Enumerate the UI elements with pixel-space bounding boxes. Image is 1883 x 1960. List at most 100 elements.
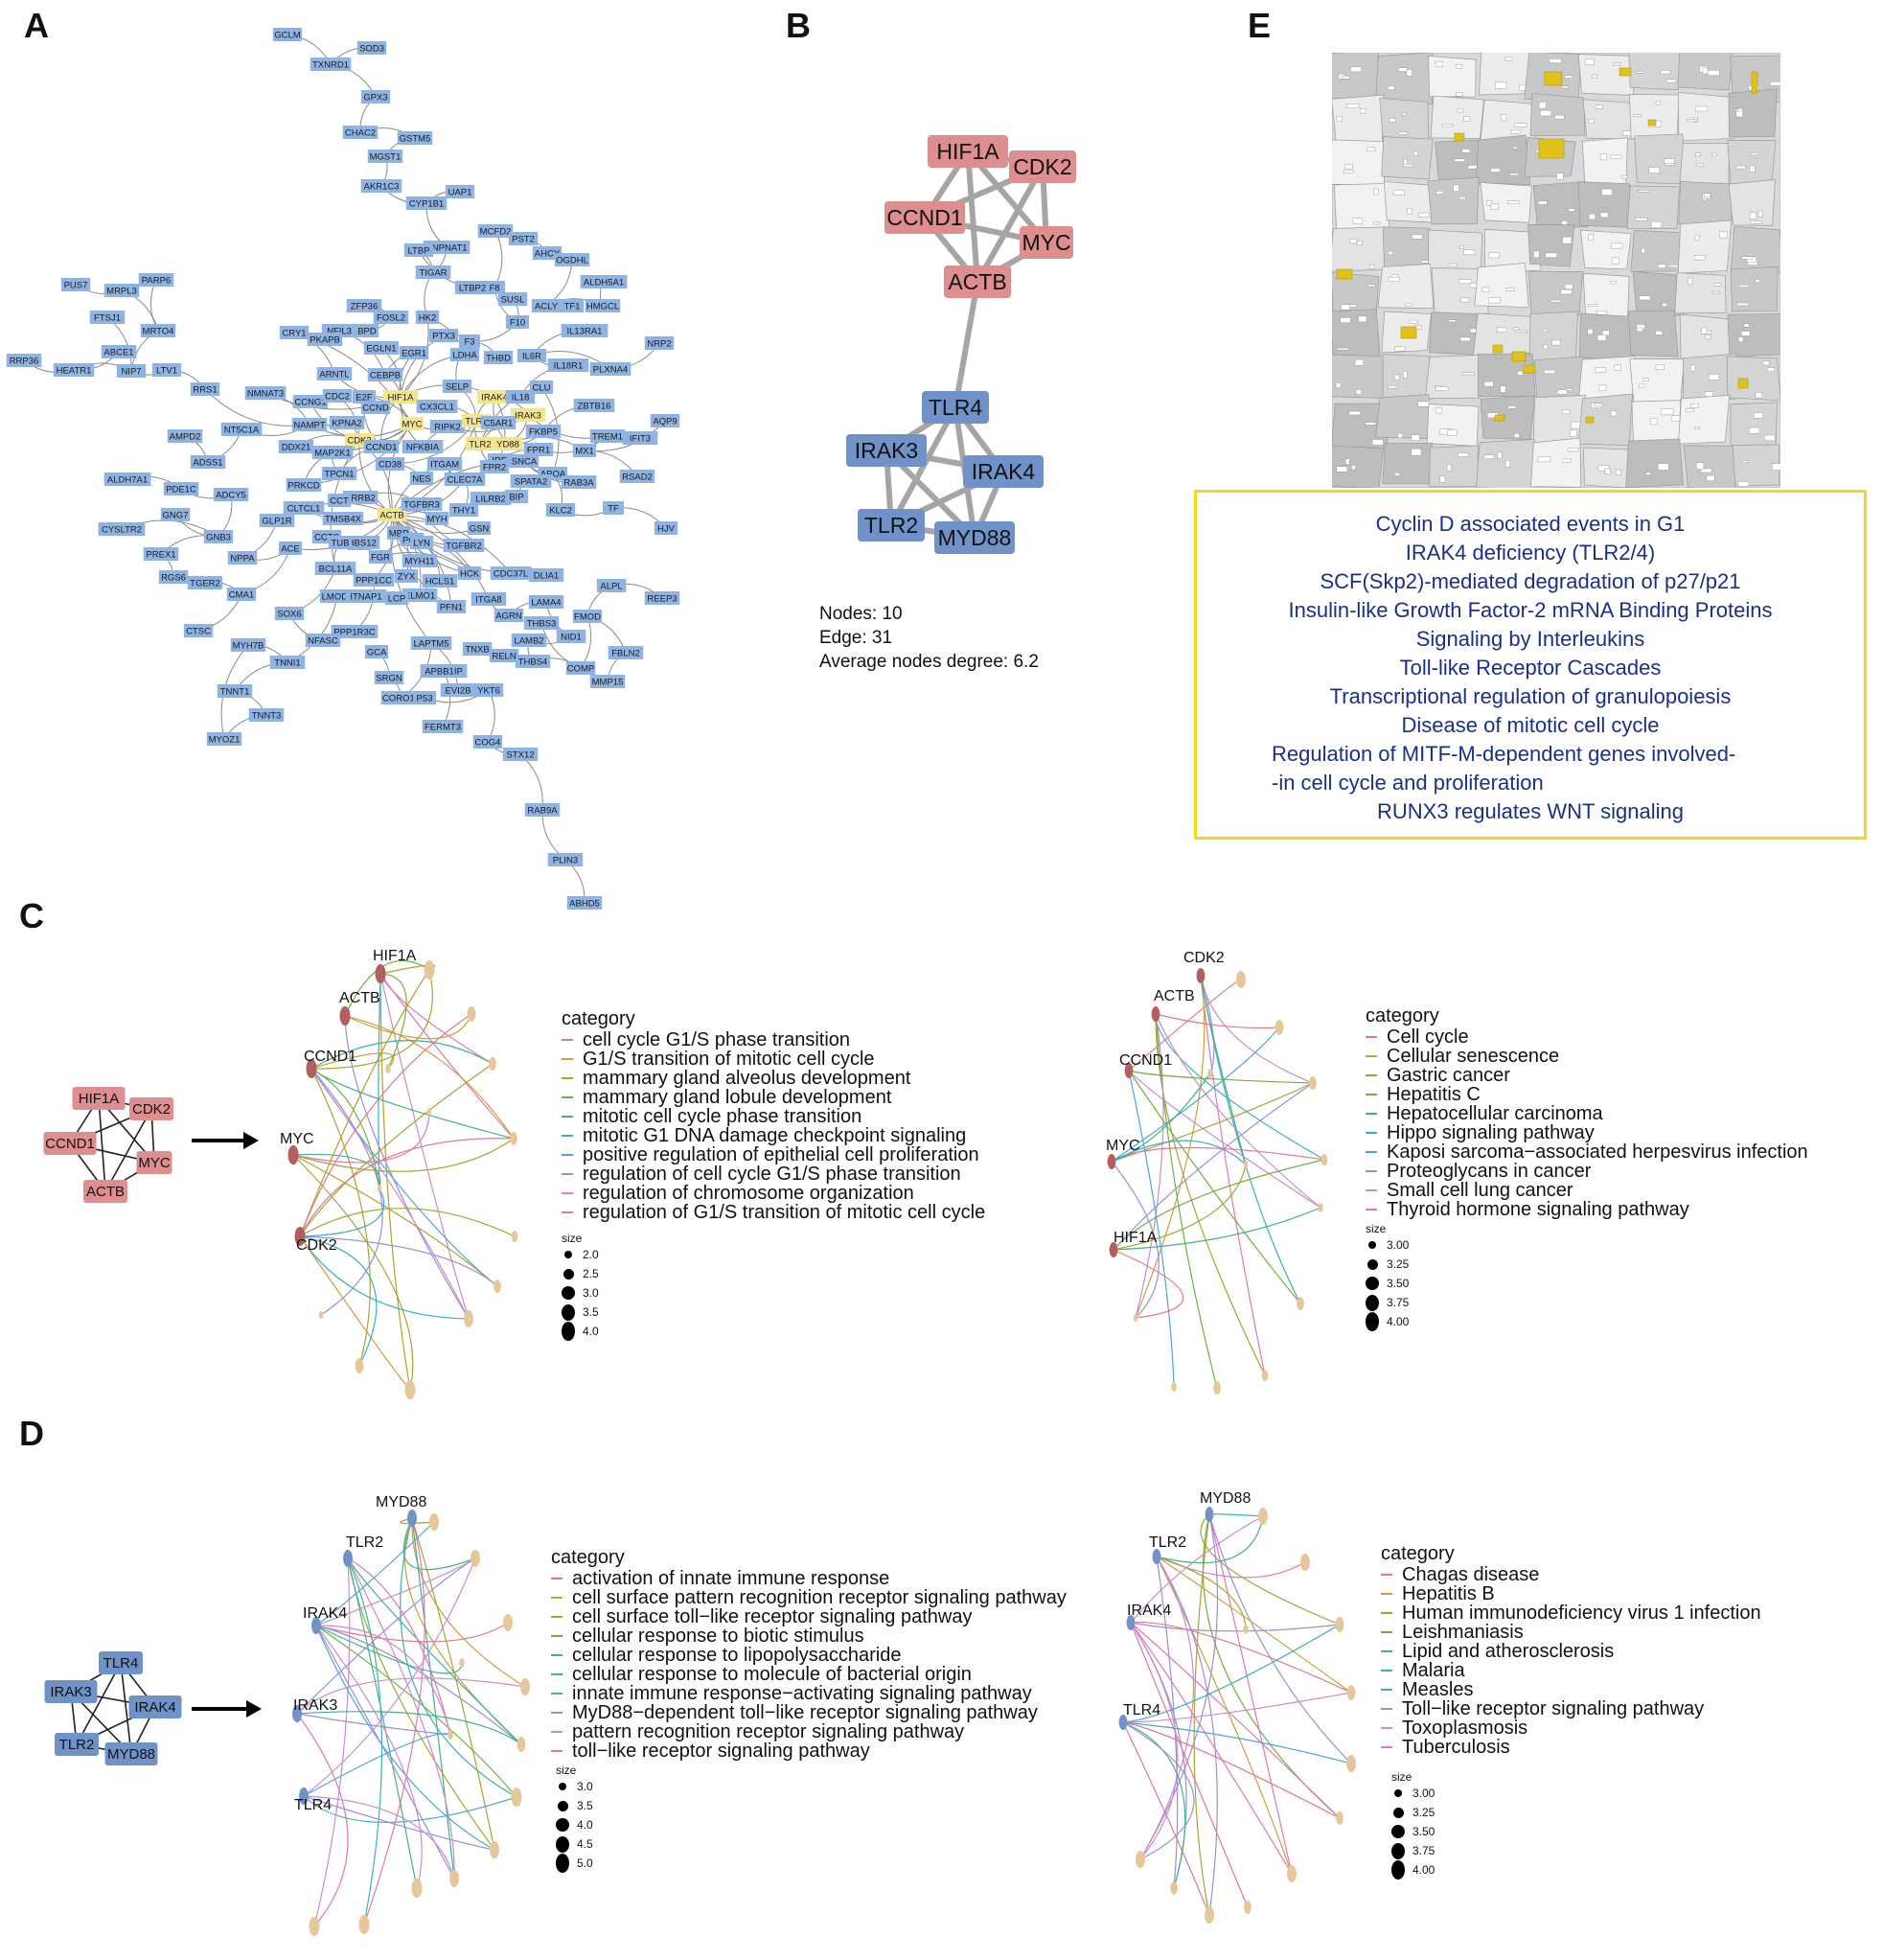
cnet-term-node: [1336, 1811, 1343, 1825]
ppi-node: ACE: [278, 542, 303, 555]
map-subcell: [1560, 289, 1573, 295]
cnet-term-node: [309, 1917, 320, 1936]
map-subcell: [1394, 346, 1406, 352]
cnet-edge: [303, 1733, 451, 1797]
ppi-node-label: IFIT3: [630, 434, 651, 445]
legend-swatch: [551, 1750, 563, 1752]
map-subcell: [1711, 290, 1720, 294]
ppi-node-box: [515, 655, 551, 668]
map-subcell: [1398, 67, 1408, 72]
map-subcell: [1542, 329, 1549, 333]
mini-node-box: [99, 1651, 143, 1674]
ppi-node: CEBPB: [367, 368, 403, 381]
ppi-node: ZBTB16: [573, 399, 615, 412]
ppi-node: FPR1: [523, 443, 554, 456]
pathway-item: IRAK4 deficiency (TLR2/4): [1405, 541, 1656, 565]
legend-title: category: [1366, 1005, 1439, 1026]
map-subcell: [1568, 208, 1575, 212]
ppi-node: LTV1: [151, 363, 182, 377]
cnet-edge: [1130, 1622, 1293, 1875]
ppi-node-label: RGS6: [161, 573, 186, 584]
ppi-node-label: LTV1: [156, 366, 177, 377]
size-legend-row: 3.75: [1391, 1841, 1435, 1860]
legend-row: MyD88−dependent toll−like receptor signa…: [551, 1703, 1067, 1722]
ppi-node-label: CHAC2: [345, 128, 376, 139]
mini-node: CDK2: [129, 1097, 173, 1120]
size-legend-row: 4.0: [562, 1322, 599, 1341]
stat-nodes: Nodes: 10: [819, 604, 903, 624]
ppi-node-box: [471, 592, 507, 606]
cnet-edge: [1128, 1070, 1301, 1304]
ppi-node-box: [422, 720, 464, 733]
size-dot: [1366, 1294, 1379, 1311]
legend-row: cell surface toll−like receptor signalin…: [551, 1607, 1067, 1626]
map-subcell: [1447, 429, 1458, 436]
map-cell: [1677, 92, 1735, 142]
map-cell: [1381, 136, 1434, 180]
map-subcell: [1435, 190, 1444, 195]
ppi-node-box: [524, 803, 561, 817]
ppi-node-box: [190, 382, 220, 396]
ppi-node: NAMPT: [291, 418, 328, 431]
cnet-term-node: [1318, 1203, 1323, 1212]
cnet-edge: [296, 1711, 522, 1745]
map-highlight: [1538, 138, 1565, 159]
map-subcell: [1495, 81, 1507, 89]
ppi-node-box: [402, 554, 438, 567]
cnet-term-node: [385, 1064, 391, 1073]
size-legend-label: 3.00: [1387, 1238, 1410, 1252]
map-subcell: [1360, 108, 1366, 114]
mini-edge: [120, 1662, 132, 1755]
ppi-node-box: [585, 299, 621, 312]
ppi-node-label: SRGN: [376, 674, 402, 684]
map-subcell: [1633, 114, 1642, 117]
cnet-gene-label: CDK2: [296, 1237, 337, 1254]
stat-edges: Edge: 31: [819, 628, 893, 648]
ppi-node: CDC2: [322, 389, 353, 403]
cnet-term-node: [511, 1787, 522, 1807]
cnet-edge: [363, 1517, 425, 1925]
mini-node: IRAK3: [44, 1680, 98, 1703]
size-legend-label: 3.0: [577, 1780, 593, 1793]
ppi-node-label: TNNT1: [220, 687, 250, 698]
map-subcell: [1351, 465, 1356, 471]
ppi-node: FERMT3: [422, 720, 464, 733]
cnet-edge: [296, 1713, 349, 1927]
ppi-node-box: [409, 472, 434, 485]
map-subcell: [1411, 449, 1422, 456]
ppi-node: THY1: [448, 503, 479, 517]
cnet-term-node: [1261, 1370, 1269, 1381]
ppi-node: HK2: [415, 311, 440, 324]
cnet-edge: [299, 1235, 470, 1320]
pathway-item: Transcriptional regulation of granulopoi…: [1329, 684, 1732, 708]
map-subcell: [1336, 116, 1343, 122]
ppi-node-box: [523, 616, 560, 630]
map-highlight: [1492, 344, 1504, 354]
map-subcell: [1748, 427, 1760, 434]
cnet-gene-label: MYD88: [1200, 1490, 1251, 1507]
cnet-edge: [315, 1625, 423, 1889]
ppi-node-box: [403, 243, 434, 257]
ppi-node-box: [493, 437, 523, 450]
map-subcell: [1402, 112, 1407, 116]
map-cell: [1480, 182, 1532, 223]
ppi-edge: [391, 514, 452, 608]
map-cell: [1730, 266, 1779, 312]
ppi-node: THBS4: [515, 655, 551, 668]
ppi-node: ALPL: [596, 579, 627, 592]
cnet-edge: [344, 959, 430, 1017]
ppi-node-box: [230, 638, 266, 652]
map-cell: [1583, 447, 1636, 488]
ppi-node-box: [532, 246, 563, 260]
ppi-node-box: [426, 457, 463, 471]
ppi-node-box: [444, 473, 486, 486]
ppi-node-label: CLTCL1: [287, 504, 321, 515]
ppi-node-label: ARNTL: [319, 370, 349, 380]
legend-row: regulation of chromosome organization: [562, 1184, 985, 1203]
ppi-node-box: [477, 224, 514, 238]
cnet-term-node: [459, 1658, 465, 1668]
size-legend-row: 3.00: [1391, 1784, 1435, 1803]
map-subcell: [1562, 237, 1573, 244]
